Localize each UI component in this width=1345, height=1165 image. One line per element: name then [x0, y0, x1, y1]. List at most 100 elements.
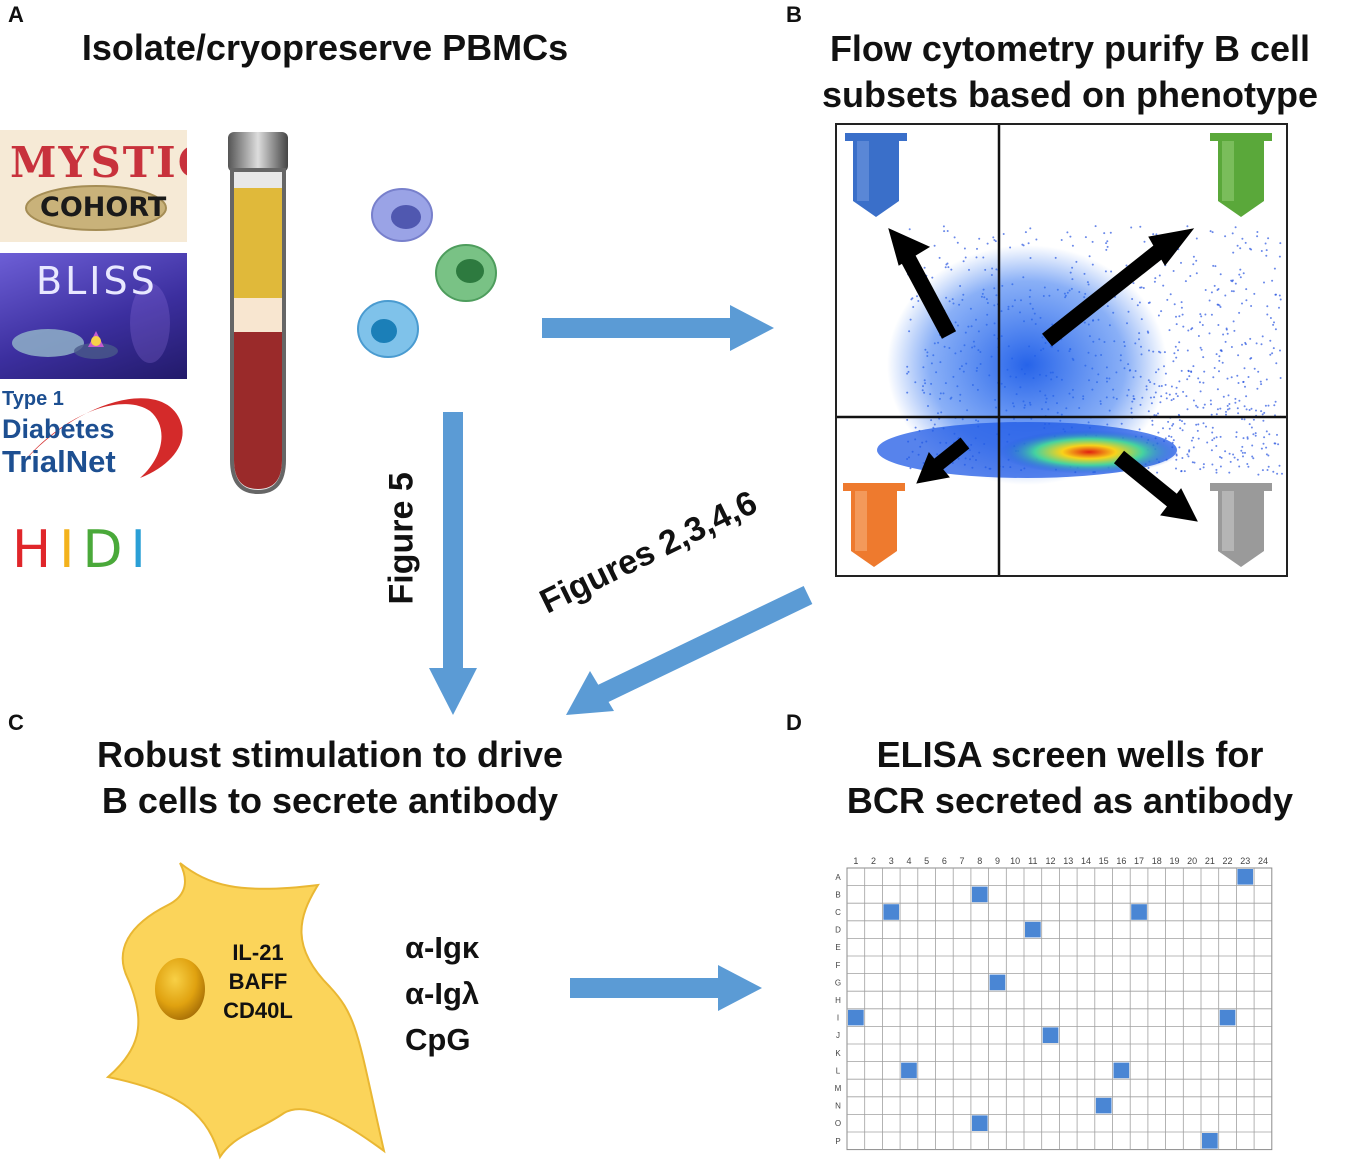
flow-event-dot — [1182, 390, 1185, 393]
flow-event-dot — [1165, 392, 1168, 395]
flow-event-dot — [1181, 429, 1184, 432]
flow-event-dot — [1239, 276, 1242, 279]
flow-event-dot — [1269, 317, 1272, 319]
flow-event-dot — [1204, 289, 1207, 291]
flow-event-dot — [1173, 303, 1176, 306]
plate-row-label: J — [836, 1031, 840, 1040]
flow-event-dot — [1253, 292, 1256, 295]
feeder-cell-nucleus — [155, 958, 205, 1020]
flow-event-dot — [1175, 315, 1177, 318]
panel-d-title-line2: BCR secreted as antibody — [846, 780, 1294, 821]
flow-event-dot — [1234, 282, 1237, 285]
flow-event-dot — [1255, 409, 1257, 412]
sort-tube-blue — [845, 133, 907, 217]
plate-column-label: 4 — [906, 856, 911, 866]
flow-event-dot — [1239, 268, 1242, 271]
flow-event-dot — [1215, 413, 1218, 416]
flow-event-dot — [1170, 399, 1173, 402]
flow-event-dot — [1199, 313, 1202, 316]
flow-event-dot — [1265, 254, 1268, 257]
flow-event-dot — [1193, 461, 1196, 464]
flow-event-dot — [1184, 280, 1187, 283]
flow-event-dot — [1234, 401, 1237, 404]
flow-event-dot — [1273, 442, 1276, 445]
flow-event-dot — [1233, 329, 1236, 332]
flow-event-dot — [1181, 457, 1184, 459]
flow-event-dot — [1024, 231, 1027, 234]
flow-event-dot — [1172, 270, 1175, 272]
flow-event-dot — [1236, 374, 1239, 377]
flow-event-dot — [1197, 437, 1200, 440]
flow-event-dot — [1210, 313, 1213, 316]
flow-event-dot — [1190, 370, 1193, 373]
flow-event-dot — [1151, 423, 1154, 426]
flow-event-dot — [1203, 403, 1206, 406]
flow-event-dot — [1164, 437, 1167, 440]
flow-event-dot — [1217, 324, 1220, 326]
positive-well — [1095, 1097, 1112, 1114]
flow-event-dot — [1155, 233, 1158, 236]
flow-event-dot — [1265, 446, 1268, 449]
flow-event-dot — [1243, 367, 1246, 370]
plate-row-label: I — [837, 1014, 839, 1023]
positive-well — [848, 1009, 864, 1026]
flow-event-dot — [1180, 369, 1183, 372]
flow-event-dot — [1278, 306, 1280, 309]
flow-event-dot — [1226, 408, 1229, 411]
flow-event-dot — [1190, 439, 1193, 442]
flow-event-dot — [1265, 378, 1268, 381]
sort-arrow-upper-right — [1042, 238, 1172, 347]
stimulus-anti-igk: α-Igκ — [405, 930, 480, 965]
flow-event-dot — [1272, 323, 1275, 326]
flow-event-dot — [1281, 472, 1283, 475]
plate-column-label: 15 — [1099, 856, 1109, 866]
flow-event-dot — [1261, 335, 1264, 338]
flow-event-dot — [1231, 232, 1234, 235]
flow-event-dot — [1246, 463, 1249, 465]
flow-event-dot — [1260, 410, 1263, 413]
flow-event-dot — [1211, 431, 1214, 434]
flow-event-dot — [1272, 470, 1275, 473]
flow-event-dot — [1196, 429, 1199, 432]
flow-event-dot — [1247, 376, 1250, 378]
plate-row-label: L — [836, 1066, 841, 1075]
flow-event-dot — [1228, 471, 1231, 474]
panel-b-title-line2: subsets based on phenotype — [821, 74, 1319, 115]
flow-event-dot — [1232, 453, 1235, 456]
flow-event-dot — [1237, 382, 1240, 384]
flow-event-dot — [938, 256, 941, 259]
flow-event-dot — [1260, 250, 1263, 252]
trialnet-line3: TrialNet — [2, 444, 116, 479]
sort-arrow-lower-right-head — [1160, 488, 1198, 522]
flow-event-dot — [1181, 313, 1184, 316]
flow-event-dot — [1212, 376, 1215, 379]
flow-event-dot — [1088, 255, 1091, 258]
flow-event-dot — [1202, 381, 1205, 384]
plate-column-label: 19 — [1169, 856, 1179, 866]
flow-event-dot — [1202, 422, 1205, 425]
positive-well — [1042, 1027, 1059, 1043]
flow-event-dot — [1091, 240, 1094, 243]
positive-well — [883, 904, 900, 920]
plate-row-label: M — [835, 1084, 842, 1093]
plate-column-label: 22 — [1223, 856, 1233, 866]
flow-event-dot — [1261, 413, 1264, 416]
flow-event-dot — [1215, 468, 1218, 471]
panel-letter-c: C — [8, 710, 24, 735]
flow-event-dot — [1246, 436, 1249, 439]
flow-event-dot — [1185, 395, 1188, 398]
flow-event-dot — [1179, 427, 1182, 430]
plate-column-label: 21 — [1205, 856, 1215, 866]
flow-event-dot — [1248, 423, 1251, 426]
flow-event-dot — [1195, 404, 1198, 407]
flow-event-dot — [1238, 399, 1241, 402]
pbmc-cells — [357, 188, 497, 358]
flow-event-dot — [1181, 420, 1183, 423]
flow-event-dot — [1242, 272, 1245, 275]
panel-letter-a: A — [8, 2, 24, 27]
flow-event-dot — [1180, 470, 1183, 472]
flow-event-dot — [1139, 225, 1142, 228]
flow-event-dot — [1262, 442, 1265, 445]
flow-event-dot — [1170, 435, 1173, 438]
